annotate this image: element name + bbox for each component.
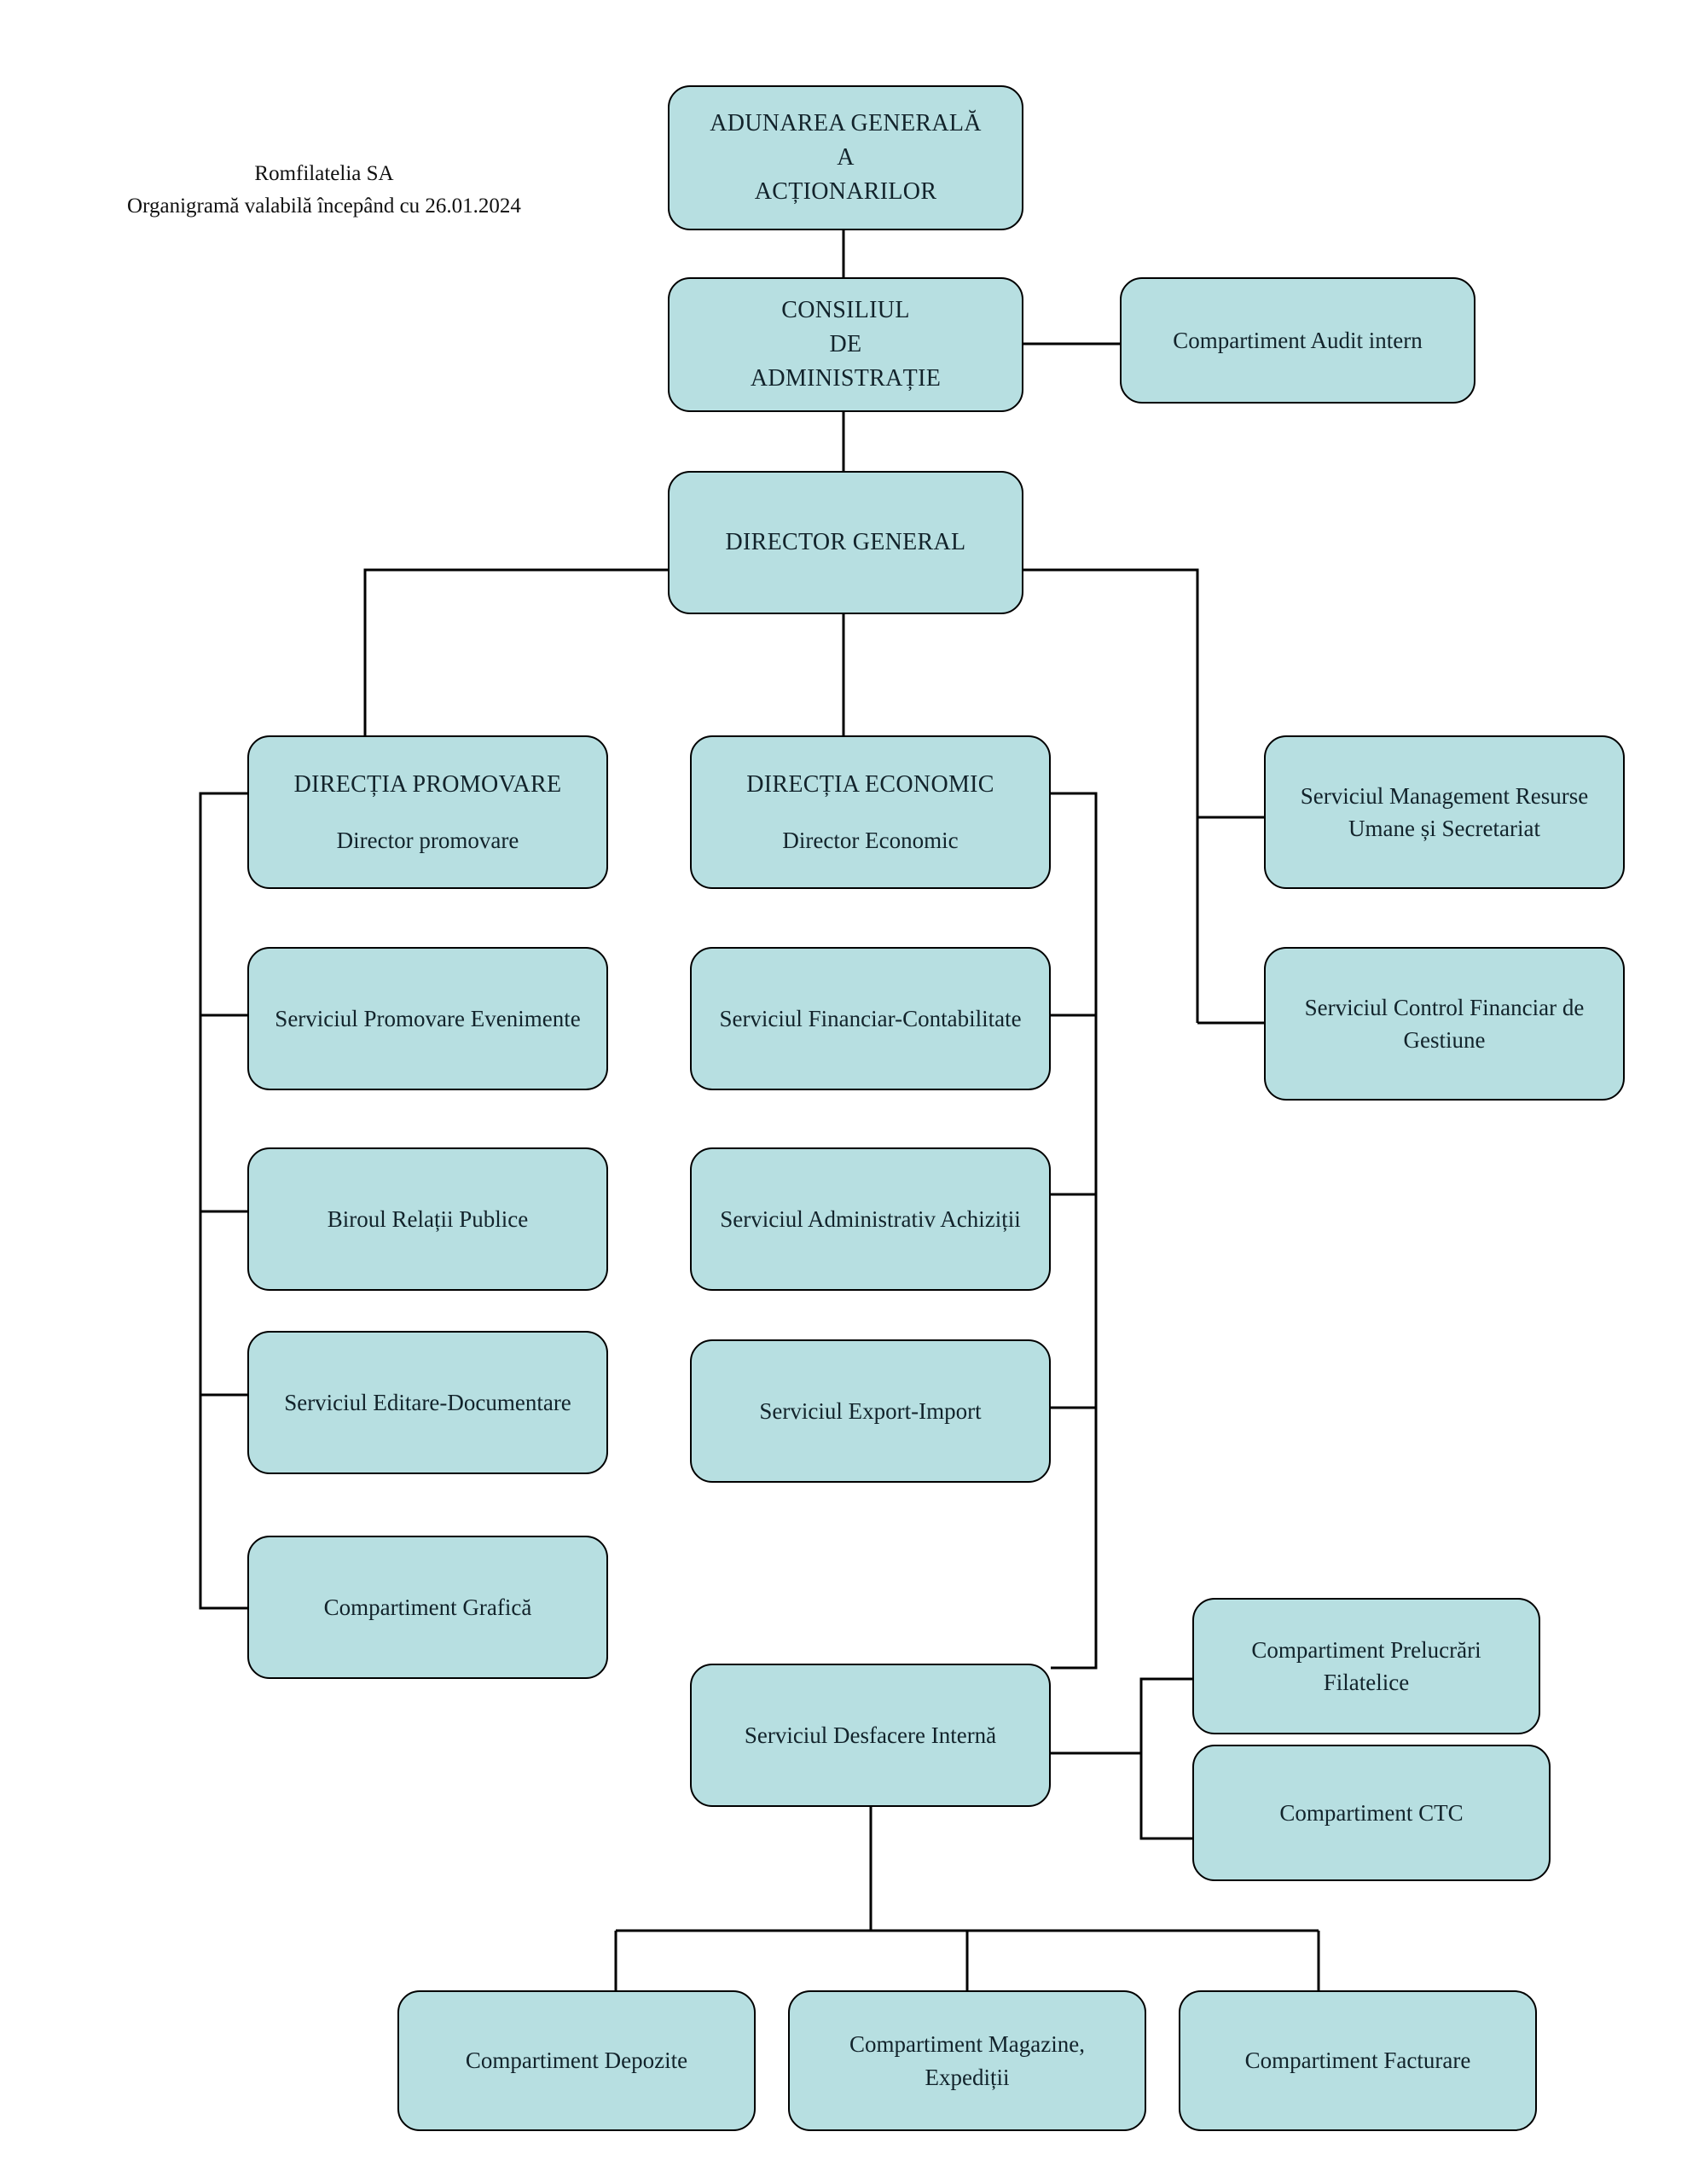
node-serviciul-administrativ-achizitii[interactable]: Serviciul Administrativ Achiziții (690, 1147, 1051, 1291)
node-line-1: DIRECȚIA PROMOVARE (293, 770, 562, 798)
node-consiliul-de-administratie[interactable]: CONSILIUL DE ADMINISTRAȚIE (668, 277, 1023, 412)
node-line-1: ADUNAREA GENERALĂ (710, 110, 982, 137)
chart-title-block: Romfilatelia SA Organigramă valabilă înc… (51, 158, 597, 222)
node-compartiment-grafica[interactable]: Compartiment Grafică (247, 1536, 608, 1679)
node-compartiment-depozite[interactable]: Compartiment Depozite (397, 1990, 756, 2131)
node-line-3: ADMINISTRAȚIE (750, 364, 942, 392)
node-line-1: Compartiment Grafică (323, 1594, 532, 1620)
node-compartiment-prelucrari-filatelice[interactable]: Compartiment Prelucrări Filatelice (1192, 1598, 1540, 1734)
node-serviciul-financiar-contabilitate[interactable]: Serviciul Financiar-Contabilitate (690, 947, 1051, 1090)
node-compartiment-facturare[interactable]: Compartiment Facturare (1179, 1990, 1537, 2131)
node-serviciul-export-import[interactable]: Serviciul Export-Import (690, 1339, 1051, 1483)
node-line-1: Serviciul Export-Import (759, 1397, 982, 1424)
node-line-3: ACȚIONARILOR (754, 177, 937, 205)
node-directia-economic[interactable]: DIRECȚIA ECONOMIC Director Economic (690, 735, 1051, 889)
node-line-1: Compartiment Magazine, (849, 2031, 1085, 2058)
node-line-1: Compartiment Audit intern (1173, 327, 1423, 353)
node-line-2: DE (829, 331, 862, 358)
node-compartiment-audit-intern[interactable]: Compartiment Audit intern (1120, 277, 1475, 404)
node-biroul-relatii-publice[interactable]: Biroul Relații Publice (247, 1147, 608, 1291)
node-director-general[interactable]: DIRECTOR GENERAL (668, 471, 1023, 614)
node-line-2: Director Economic (782, 827, 959, 853)
node-line-1: DIRECȚIA ECONOMIC (746, 770, 994, 798)
node-line-1: Serviciul Editare-Documentare (284, 1389, 571, 1415)
chart-validity-date: Organigramă valabilă începând cu 26.01.2… (127, 194, 521, 218)
company-name: Romfilatelia SA (254, 162, 394, 185)
node-line-1: Serviciul Control Financiar de (1304, 994, 1585, 1020)
node-serviciul-control-financiar-de-gestiune[interactable]: Serviciul Control Financiar de Gestiune (1264, 947, 1625, 1101)
node-line-2: A (837, 144, 855, 171)
node-line-1: CONSILIUL (781, 297, 910, 324)
node-line-2: Director promovare (336, 827, 519, 853)
node-compartiment-magazine-expeditii[interactable]: Compartiment Magazine, Expediții (788, 1990, 1146, 2131)
node-line-1: Compartiment Facturare (1244, 2048, 1471, 2074)
node-line-2: Expediții (925, 2064, 1010, 2090)
node-line-1: DIRECTOR GENERAL (725, 529, 966, 556)
node-line-1: Compartiment CTC (1279, 1799, 1464, 1826)
node-line-1: Serviciul Promovare Evenimente (275, 1005, 581, 1031)
node-line-1: Compartiment Prelucrări (1251, 1636, 1481, 1663)
node-line-2: Filatelice (1323, 1670, 1410, 1695)
node-directia-promovare[interactable]: DIRECȚIA PROMOVARE Director promovare (247, 735, 608, 889)
node-line-1: Compartiment Depozite (465, 2048, 688, 2074)
node-line-2: Gestiune (1403, 1027, 1486, 1053)
node-line-2: Umane și Secretariat (1348, 816, 1540, 841)
node-serviciul-promovare-evenimente[interactable]: Serviciul Promovare Evenimente (247, 947, 608, 1090)
node-adunarea-generala-a-actionarilor[interactable]: ADUNAREA GENERALĂ A ACȚIONARILOR (668, 85, 1023, 230)
node-serviciul-management-resurse-umane-si-secretariat[interactable]: Serviciul Management Resurse Umane și Se… (1264, 735, 1625, 889)
node-serviciul-desfacere-interna[interactable]: Serviciul Desfacere Internă (690, 1664, 1051, 1807)
node-line-1: Serviciul Financiar-Contabilitate (719, 1005, 1022, 1031)
node-line-1: Serviciul Desfacere Internă (744, 1722, 997, 1748)
node-serviciul-editare-documentare[interactable]: Serviciul Editare-Documentare (247, 1331, 608, 1474)
node-line-1: Biroul Relații Publice (327, 1205, 529, 1232)
node-line-1: Serviciul Administrativ Achiziții (720, 1205, 1021, 1232)
node-line-1: Serviciul Management Resurse (1300, 782, 1589, 809)
node-compartiment-ctc[interactable]: Compartiment CTC (1192, 1745, 1551, 1881)
